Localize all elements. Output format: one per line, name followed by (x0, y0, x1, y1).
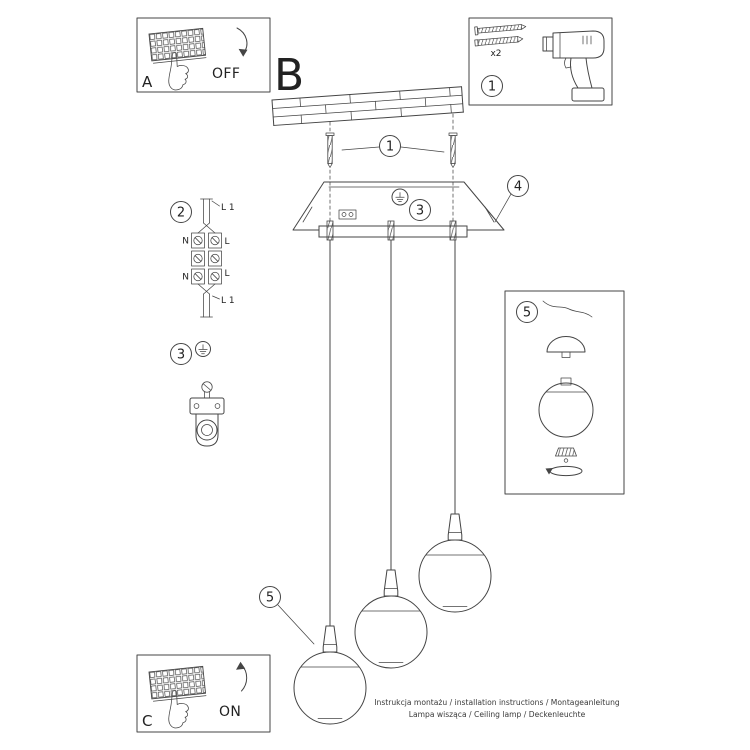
callout-5-text: 5 (523, 306, 531, 321)
off-label: OFF (212, 66, 240, 82)
l1-label-bottom: L 1 (221, 296, 235, 306)
callout-3-canopy: 3 (409, 199, 431, 221)
panel-a-label: A (142, 73, 153, 91)
l-label-bottom: L (225, 269, 230, 279)
pendant-lamps: 5 (259, 239, 492, 725)
lamp-right (418, 513, 492, 613)
footer-line-1: Instrukcja montażu / installation instru… (374, 698, 620, 707)
ceiling-grid (271, 86, 464, 126)
cable-clamp-icon (189, 381, 225, 447)
screw-quantity-label: x2 (490, 49, 501, 59)
shade-box-border (504, 290, 625, 495)
callout-1-text: 1 (488, 80, 496, 95)
cable-clamp-canopy-icon (338, 209, 357, 220)
glass-globe-icon (538, 377, 594, 438)
power-switch-panel-icon (148, 665, 207, 702)
panel-c-label: C (142, 712, 152, 730)
ground-symbol-canopy (391, 188, 409, 206)
on-arrow-head-icon (236, 661, 246, 670)
terminal-block (191, 232, 222, 285)
callout-5-text: 5 (266, 591, 274, 606)
hardware-box-border (468, 17, 613, 106)
wall-plug-icon (474, 36, 524, 47)
callout-5-box: 5 (516, 301, 538, 323)
lamp-left (293, 625, 367, 725)
screw-right-icon (448, 132, 458, 168)
earth-icon (198, 344, 208, 355)
n-label-top: N (182, 237, 189, 247)
bracket-post-middle (387, 220, 395, 241)
power-switch-panel-icon (148, 27, 207, 64)
washer-icon (554, 447, 578, 463)
callout-3-text: 3 (177, 348, 185, 363)
panel-a-border (136, 17, 271, 93)
retaining-ring-icon (545, 465, 583, 477)
panel-c: ON C (136, 654, 271, 733)
on-label: ON (219, 704, 241, 720)
l1-label-top: L 1 (221, 203, 235, 213)
l-label-top: L (225, 237, 230, 247)
suspension-wire-icon (542, 300, 593, 318)
callout-5-lamps: 5 (259, 586, 281, 608)
wiring-diagram: 2 (170, 198, 235, 318)
hardware-box: x2 1 (468, 17, 613, 106)
callout-1-text: 1 (386, 140, 394, 155)
callout-3-text: 3 (416, 204, 424, 219)
callout-4-leader (494, 193, 512, 223)
panel-a: OFF A (136, 17, 271, 93)
ground-symbol-small (195, 341, 211, 357)
footer-line-2: Lampa wisząca / Ceiling lamp / Deckenleu… (409, 710, 586, 719)
callout-5-leader (277, 604, 315, 645)
callout-4-text: 4 (514, 180, 522, 195)
section-b-label: B (274, 50, 304, 101)
dome-cap-icon (546, 336, 586, 358)
panel-c-border (136, 654, 271, 733)
screw-icon (474, 24, 527, 36)
off-arrow-head-icon (238, 48, 248, 57)
shade-assembly-box: 5 (504, 290, 625, 495)
n-label-bottom: N (182, 273, 189, 283)
drill-icon (542, 30, 605, 102)
bracket-post-right (449, 220, 457, 241)
callout-2-text: 2 (177, 206, 185, 221)
callout-2: 2 (170, 201, 192, 223)
ground-connection-detail: 3 (170, 341, 225, 447)
mounting-screws: 1 (325, 113, 458, 223)
bracket-post-left (326, 220, 334, 241)
callout-1-box: 1 (481, 75, 503, 97)
canopy: 3 4 (292, 175, 529, 241)
lamp-middle (354, 569, 428, 669)
footer: Instrukcja montażu / installation instru… (374, 698, 620, 719)
screw-left-icon (325, 132, 335, 168)
callout-1-screws: 1 (379, 135, 401, 157)
callout-3-clamp: 3 (170, 343, 192, 365)
callout-4: 4 (507, 175, 529, 197)
